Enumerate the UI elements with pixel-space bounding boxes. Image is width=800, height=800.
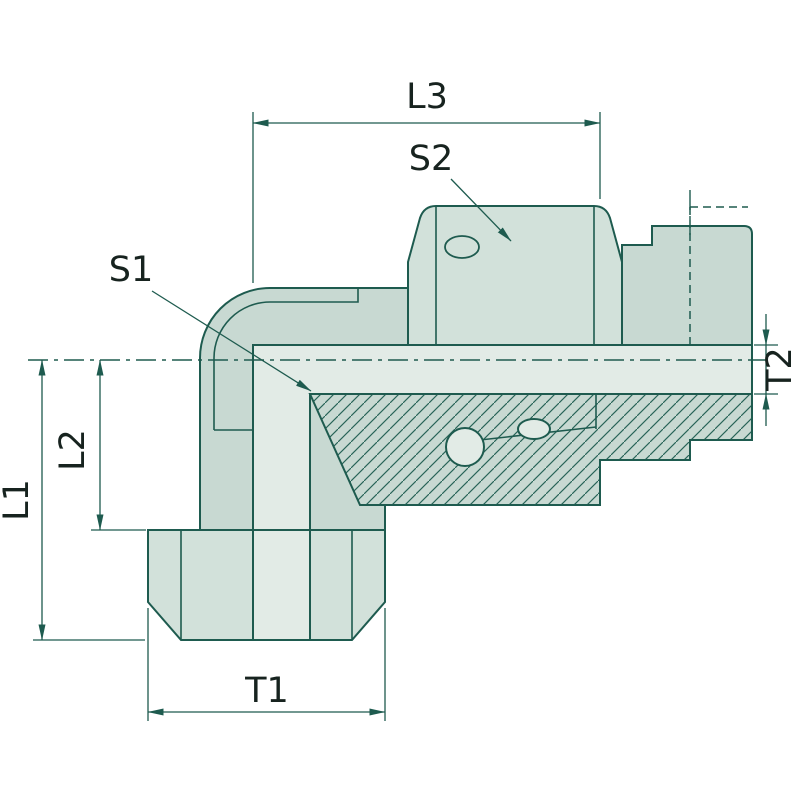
dim-label-l1: L1 [0, 479, 37, 521]
callout-label-s1: S1 [109, 250, 154, 290]
dim-label-l2: L2 [53, 429, 93, 471]
dim-label-t2: T2 [760, 347, 800, 392]
callout-label-s2: S2 [409, 139, 454, 179]
dim-label-t1: T1 [244, 671, 289, 711]
callout-leader-s1 [151, 290, 312, 392]
callout-leader-s2 [450, 178, 512, 242]
elbow-inner-fillet-line [213, 289, 359, 430]
dim-label-l3: L3 [406, 77, 448, 117]
cutting-ring [517, 418, 551, 440]
swivel-nut-face-ellipse [444, 235, 480, 259]
swivel-nut [407, 205, 623, 346]
section-hatch [308, 393, 753, 506]
o-ring [445, 427, 485, 467]
